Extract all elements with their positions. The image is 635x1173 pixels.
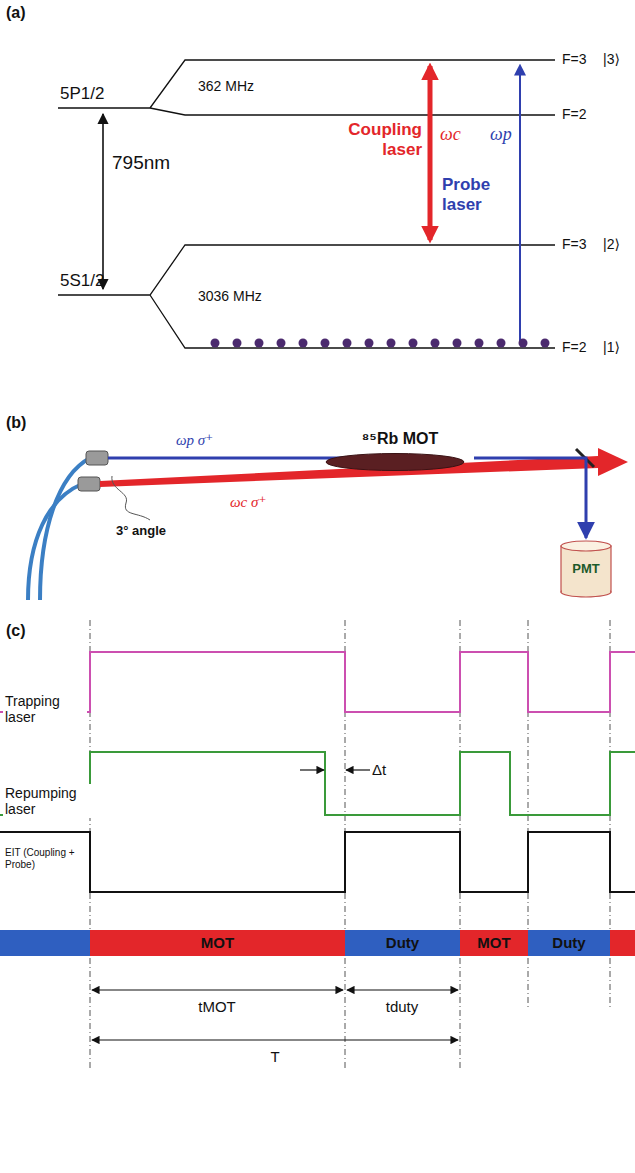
atom-population [431, 339, 440, 348]
label: T [270, 1048, 279, 1065]
mot-cloud [326, 454, 464, 471]
label: 5P1/2 [60, 84, 104, 104]
phase-band: MOT [90, 930, 345, 956]
node-label: Duty [386, 934, 419, 951]
label: F=2 [562, 339, 587, 355]
atom-population [255, 339, 264, 348]
atom-population [497, 339, 506, 348]
beam-path [474, 458, 586, 538]
node-label: Duty [552, 934, 585, 951]
node-label: MOT [477, 934, 510, 951]
label: ωp [490, 124, 512, 145]
atom-population [519, 339, 528, 348]
label: Trapping laser [3, 692, 87, 726]
label: F=3 [562, 51, 587, 67]
atom-population [321, 339, 330, 348]
time-markers [90, 620, 610, 1068]
photomultiplier: PMT [560, 540, 612, 598]
delay-arrows [346, 769, 370, 770]
atom-population [277, 339, 286, 348]
label: 362 MHz [198, 78, 254, 94]
probe-arrow [519, 66, 521, 344]
label: |3⟩ [603, 51, 620, 67]
pmt-tube [562, 584, 610, 592]
atom-population [365, 339, 374, 348]
dimension-arrows [92, 1039, 458, 1040]
label: F=2 [562, 106, 587, 122]
label: (a) [6, 4, 26, 22]
optical-fibers [28, 484, 82, 600]
label: Δt [372, 761, 386, 778]
phase-bar [0, 930, 90, 956]
atom-population [453, 339, 462, 348]
dimension-arrows [347, 989, 458, 990]
dimension-arrows [92, 990, 458, 1040]
atom-population [233, 339, 242, 348]
label: tduty [386, 998, 419, 1015]
pmt-tube [561, 541, 611, 551]
pmt-tube [561, 546, 611, 592]
label: ωc σ⁺ [230, 494, 266, 511]
eit-signal [0, 832, 635, 892]
label: Repumping laser [3, 784, 91, 818]
atom-population [211, 339, 550, 348]
energy-levels [58, 60, 555, 115]
label: 5S1/2 [60, 271, 104, 291]
phase-band: MOT [460, 930, 528, 956]
label: (c) [6, 622, 26, 640]
atom-population [343, 339, 352, 348]
atom-population [211, 339, 220, 348]
fiber-collimators [78, 477, 100, 491]
atom-population [387, 339, 396, 348]
label: |2⟩ [603, 236, 620, 252]
node-label: MOT [201, 934, 234, 951]
phase-band: Duty [528, 930, 610, 956]
atom-population [475, 339, 484, 348]
trapping-signal [0, 652, 635, 712]
label: F=3 [562, 236, 587, 252]
atom-population [541, 339, 550, 348]
label: |1⟩ [603, 339, 620, 355]
energy-levels [58, 60, 555, 348]
label: tMOT [198, 998, 236, 1015]
repumping-signal [0, 752, 635, 815]
node-label: PMT [572, 562, 599, 577]
node-label: ⁸⁵Rb MOT [320, 430, 480, 448]
phase-band: Duty [345, 930, 460, 956]
label: 795nm [112, 152, 170, 174]
label: (b) [6, 414, 26, 432]
coupling-beam-head [598, 448, 628, 476]
delay-arrows [300, 769, 370, 770]
transition-arrow [102, 114, 104, 289]
atom-population [409, 339, 418, 348]
label: Probe laser [442, 175, 512, 214]
delay-arrows [300, 769, 324, 770]
label: ωc [440, 124, 461, 145]
mot-cloud [320, 452, 480, 472]
label: 3036 MHz [198, 288, 262, 304]
label: Coupling laser [336, 120, 422, 159]
coupling-arrow [428, 66, 433, 240]
fiber-collimators [86, 451, 108, 465]
atom-cloud: ⁸⁵Rb MOT [320, 430, 480, 472]
energy-levels [58, 245, 555, 348]
label: EIT (Coupling + Probe) [3, 846, 87, 871]
angle-leader [112, 476, 150, 520]
atom-population [299, 339, 308, 348]
dimension-arrows [92, 989, 343, 990]
label: ωp σ⁺ [176, 432, 213, 449]
label: 3° angle [116, 524, 166, 539]
phase-bar [610, 930, 635, 956]
